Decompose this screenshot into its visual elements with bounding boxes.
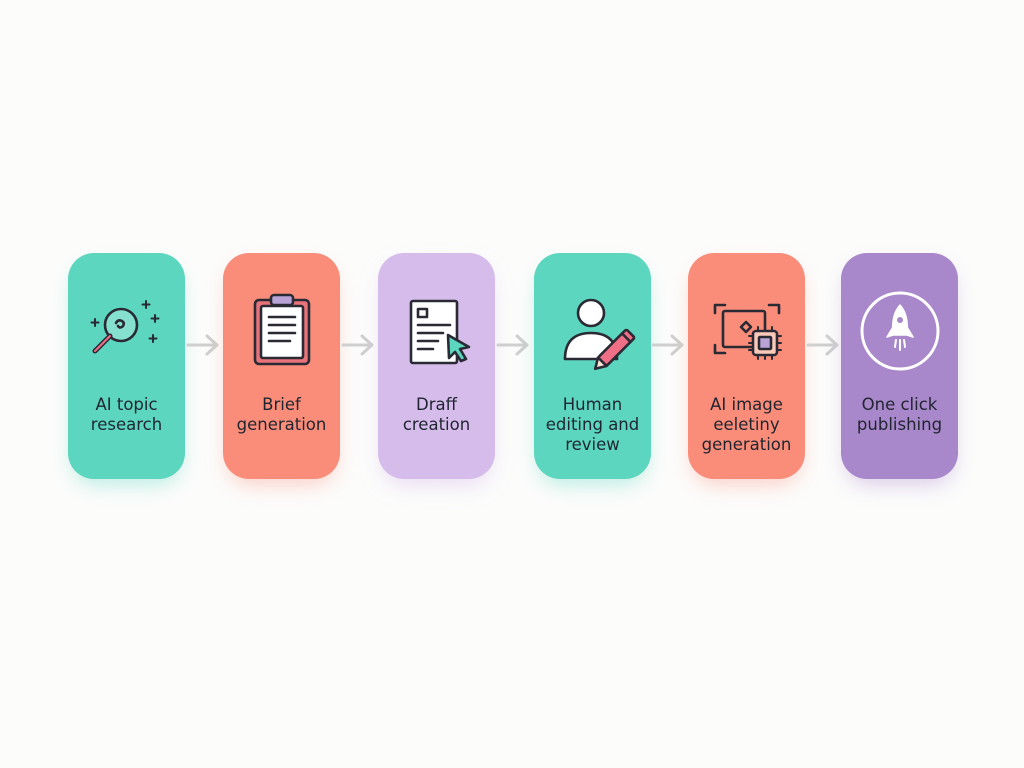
step-label: Draff creation: [402, 395, 471, 434]
step-one-click-publishing: One click publishing: [841, 253, 958, 479]
step-draft-creation: Draff creation: [378, 253, 495, 479]
arrow-right-icon: [341, 331, 377, 359]
step-label: AI topic research: [90, 395, 163, 434]
magnifier-sparkle-icon: [83, 287, 171, 375]
clipboard-icon: [238, 287, 326, 375]
arrow-right-icon: [806, 331, 842, 359]
arrow-right-icon: [651, 331, 687, 359]
step-label: One click publishing: [856, 395, 943, 434]
step-label: AI image eeletiny generation: [701, 395, 792, 454]
document-cursor-icon: [393, 287, 481, 375]
person-pencil-icon: [549, 287, 637, 375]
arrow-right-icon: [496, 331, 532, 359]
image-chip-icon: [703, 287, 791, 375]
step-human-editing-review: Human editing and review: [534, 253, 651, 479]
step-ai-topic-research: AI topic research: [68, 253, 185, 479]
step-ai-image-generation: AI image eeletiny generation: [688, 253, 805, 479]
rocket-icon: [856, 287, 944, 375]
step-label: Human editing and review: [545, 395, 640, 454]
step-label: Brief generation: [236, 395, 327, 434]
step-brief-generation: Brief generation: [223, 253, 340, 479]
arrow-right-icon: [186, 331, 222, 359]
